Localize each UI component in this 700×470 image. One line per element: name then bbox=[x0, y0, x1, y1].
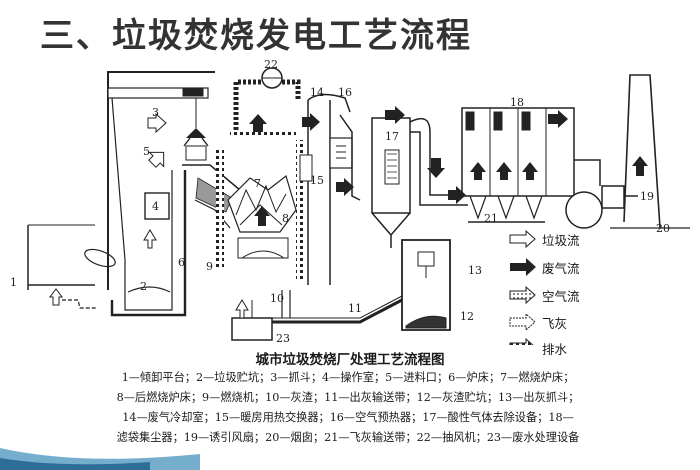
refuse-flow-arrows bbox=[49, 112, 249, 319]
svg-text:13: 13 bbox=[468, 264, 482, 277]
legend-fly-ash: 飞灰 bbox=[542, 316, 568, 331]
corner-decoration bbox=[0, 448, 200, 470]
figure-caption: 城市垃圾焚烧厂处理工艺流程图 bbox=[255, 352, 445, 368]
acid-gas-removal-tower bbox=[371, 117, 468, 248]
svg-text:3: 3 bbox=[152, 106, 159, 119]
waste-gas-cooling-chamber bbox=[299, 93, 361, 285]
svg-text:23: 23 bbox=[276, 332, 290, 345]
svg-text:17: 17 bbox=[385, 130, 399, 143]
svg-text:18: 18 bbox=[510, 96, 524, 109]
svg-text:2: 2 bbox=[140, 280, 147, 293]
ash-conveyor bbox=[260, 290, 403, 324]
legend-refuse-flow: 垃圾流 bbox=[542, 233, 580, 248]
flow-legend-icons bbox=[509, 229, 536, 345]
grab-crane bbox=[183, 98, 209, 161]
legend-exhaust-flow: 废气流 bbox=[542, 261, 580, 276]
dotted-arrow-icon bbox=[509, 285, 536, 305]
legend-line: 1—倾卸平台；2—垃圾贮坑；3—抓斗；4—操作室；5—进料口；6—炉床；7—燃烧… bbox=[121, 371, 575, 384]
svg-text:12: 12 bbox=[460, 310, 474, 323]
incinerator-furnace bbox=[216, 130, 304, 280]
svg-text:10: 10 bbox=[270, 292, 284, 305]
svg-text:5: 5 bbox=[143, 145, 150, 158]
svg-text:16: 16 bbox=[338, 86, 352, 99]
open-arrow-icon bbox=[509, 229, 536, 249]
svg-text:14: 14 bbox=[310, 86, 324, 99]
striped-arrow-icon bbox=[509, 337, 534, 345]
legend-line: 滤袋集尘器；19—诱引风扇；20—烟囱；21—飞灰输送带；22—抽风机；23—废… bbox=[116, 431, 580, 444]
wastewater-treatment bbox=[62, 299, 273, 341]
svg-text:4: 4 bbox=[152, 200, 159, 213]
legend-air-flow: 空气流 bbox=[542, 289, 580, 304]
svg-text:7: 7 bbox=[254, 177, 261, 190]
bunker-building bbox=[107, 71, 215, 317]
legend-line: 14—废气冷却室；15—暖房用热交换器；16—空气预热器；17—酸性气体去除设备… bbox=[122, 411, 574, 424]
svg-text:20: 20 bbox=[656, 222, 670, 235]
svg-text:8: 8 bbox=[282, 212, 289, 225]
svg-text:21: 21 bbox=[484, 212, 498, 225]
exhaust-flow-arrows bbox=[249, 106, 648, 226]
ash-pit bbox=[401, 239, 451, 331]
svg-text:19: 19 bbox=[640, 190, 654, 203]
induced-draft-fan bbox=[565, 159, 638, 229]
air-duct bbox=[233, 67, 301, 130]
svg-text:1: 1 bbox=[10, 276, 17, 289]
svg-text:9: 9 bbox=[206, 260, 213, 273]
svg-text:11: 11 bbox=[348, 302, 362, 315]
solid-arrow-icon bbox=[510, 258, 536, 276]
chimney bbox=[610, 74, 690, 229]
component-legend: 1—倾卸平台；2—垃圾贮坑；3—抓斗；4—操作室；5—进料口；6—炉床；7—燃烧… bbox=[18, 368, 678, 448]
slide-title: 三、垃圾焚烧发电工艺流程 bbox=[40, 16, 472, 56]
hatched-arrow-icon bbox=[509, 312, 536, 332]
dumping-platform bbox=[27, 224, 116, 290]
legend-drainage: 排水 bbox=[542, 342, 568, 357]
process-flow-diagram: 1 2 3 4 5 6 7 8 9 10 11 12 13 14 15 16 1… bbox=[10, 58, 690, 345]
legend-line: 8—后燃烧炉床；9—燃烧机；10—灰渣；11—出灰输送带；12—灰渣贮坑；13—… bbox=[116, 391, 580, 404]
svg-text:15: 15 bbox=[310, 174, 324, 187]
component-labels: 1 2 3 4 5 6 7 8 9 10 11 12 13 14 15 16 1… bbox=[10, 58, 670, 345]
svg-text:6: 6 bbox=[178, 256, 185, 269]
svg-text:22: 22 bbox=[264, 58, 278, 71]
